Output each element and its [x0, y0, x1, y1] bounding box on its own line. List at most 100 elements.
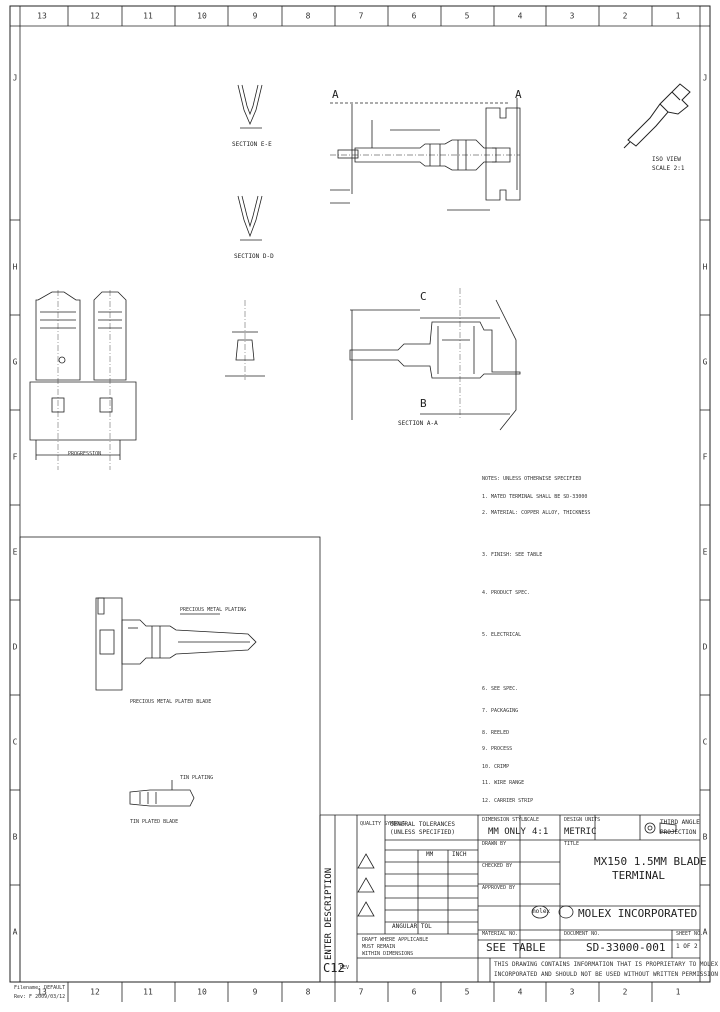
zone-row-label: F — [702, 452, 708, 462]
zone-row-label: G — [12, 357, 18, 367]
quality-symbols: QUALITY SYMBOLS — [360, 821, 406, 827]
general-tolerances: GENERAL TOLERANCES — [390, 821, 456, 828]
detail-small — [225, 300, 265, 380]
note-item: 10. CRIMP — [482, 764, 510, 770]
zone-row-label: E — [702, 547, 708, 557]
zone-row-label: H — [702, 262, 708, 272]
note-item: NOTES: UNLESS OTHERWISE SPECIFIED — [482, 476, 582, 482]
zone-row-label: F — [12, 452, 18, 462]
zone-row-label: A — [12, 927, 18, 937]
zone-column-label: 3 — [569, 987, 575, 997]
third-angle-1: THIRD ANGLE — [660, 819, 700, 826]
precious-callout: PRECIOUS METAL PLATING — [180, 607, 247, 613]
angular-tol: ANGULAR TOL — [392, 923, 432, 930]
zone-row-label: E — [12, 547, 18, 557]
third-angle-2: PROJECTION — [660, 829, 697, 836]
proprietary-line-1: THIS DRAWING CONTAINS INFORMATION THAT I… — [494, 961, 718, 968]
zone-column-label: 7 — [358, 11, 364, 21]
scale-label: SCALE — [524, 817, 540, 823]
zone-column-label: 8 — [305, 987, 311, 997]
iso-view — [623, 83, 691, 149]
units-value: METRIC — [564, 827, 597, 837]
blade-tin — [129, 780, 195, 807]
zone-row-label: A — [702, 927, 708, 937]
drafting-note-3: WITHIN DIMENSIONS — [362, 951, 414, 957]
title-block-lines — [319, 814, 700, 982]
zone-row-label: D — [12, 642, 18, 652]
document-no-value: SD-33000-001 — [586, 941, 666, 954]
zone-column-label: 2 — [622, 11, 628, 21]
sheet-label: SHEET NO. — [676, 931, 704, 937]
zone-row-label: C — [702, 737, 708, 747]
zone-column-label: 5 — [464, 987, 470, 997]
zone-column-label: 10 — [197, 987, 207, 997]
zone-row-label: D — [702, 642, 708, 652]
note-item: 9. PROCESS — [482, 746, 513, 752]
note-item: 2. MATERIAL: COPPER ALLOY, THICKNESS — [482, 510, 591, 516]
note-item: 1. MATED TERMINAL SHALL BE SD-33000 — [482, 494, 588, 500]
company-logo: molex — [532, 908, 551, 915]
material-no-label: MATERIAL NO. — [482, 931, 519, 937]
note-item: 3. FINISH: SEE TABLE — [482, 552, 543, 558]
section-profiles — [237, 84, 263, 241]
title-line-1: MX150 1.5MM BLADE — [594, 855, 707, 868]
zone-column-label: 11 — [143, 987, 153, 997]
zone-column-label: 13 — [37, 11, 47, 21]
zone-row-label: G — [702, 357, 708, 367]
scale-value: 4:1 — [532, 827, 549, 837]
rev-label: REV — [340, 965, 350, 971]
zone-column-label: 2 — [622, 987, 628, 997]
inch-column: INCH — [452, 851, 467, 858]
zone-row-label: H — [12, 262, 18, 272]
section-label-a-left: A — [332, 88, 339, 101]
iso-scale-label: SCALE 2:1 — [652, 165, 685, 172]
blade-top-view — [330, 98, 521, 211]
material-no-value: SEE TABLE — [486, 941, 546, 954]
section-e-e-label: SECTION E-E — [232, 141, 272, 148]
zone-column-label: 12 — [90, 987, 100, 997]
dimension-style-value: MM ONLY — [488, 827, 526, 837]
enter-description-vertical: ENTER DESCRIPTION — [324, 867, 334, 960]
note-item: 4. PRODUCT SPEC. — [482, 590, 531, 596]
note-item: 12. CARRIER STRIP — [482, 798, 534, 804]
zone-column-label: 3 — [569, 11, 575, 21]
zone-row-label: J — [12, 73, 18, 83]
section-label-a-right: A — [515, 88, 522, 101]
zone-row-label: B — [12, 832, 18, 842]
format-code: C12 — [323, 961, 345, 975]
sheet-value: 1 OF 2 — [676, 943, 698, 950]
blade-precious — [95, 597, 257, 691]
company-name: MOLEX INCORPORATED — [578, 907, 698, 920]
footer-filename: Filename: DEFAULT — [14, 985, 66, 991]
zone-column-label: 4 — [517, 11, 523, 21]
zone-column-label: 1 — [675, 987, 681, 997]
general-tolerances-2: (UNLESS SPECIFIED) — [390, 829, 456, 836]
zone-column-label: 5 — [464, 11, 470, 21]
tin-callout: TIN PLATING — [180, 775, 214, 781]
precious-blade-label: PRECIOUS METAL PLATED BLADE — [130, 699, 212, 705]
section-label-c: C — [420, 290, 427, 303]
tin-blade-label: TIN PLATED BLADE — [130, 819, 179, 825]
section-a-a-label: SECTION A-A — [398, 420, 438, 427]
section-label-b: B — [420, 397, 427, 410]
note-item: 8. REELED — [482, 730, 510, 736]
zone-column-label: 8 — [305, 11, 311, 21]
proprietary-line-2: INCORPORATED AND SHOULD NOT BE USED WITH… — [494, 971, 718, 978]
document-no-label: DOCUMENT NO. — [564, 931, 601, 937]
note-item: 6. SEE SPEC. — [482, 686, 519, 692]
approved-by-label: APPROVED BY — [482, 885, 516, 891]
zone-column-label: 7 — [358, 987, 364, 997]
note-item: 11. WIRE RANGE — [482, 780, 525, 786]
drawn-by-label: DRAWN BY — [482, 841, 507, 847]
zone-column-label: 6 — [411, 987, 417, 997]
zone-column-label: 1 — [675, 11, 681, 21]
units-label: DESIGN UNITS — [564, 817, 601, 823]
title-label: TITLE — [564, 841, 580, 847]
zone-column-label: 11 — [143, 11, 153, 21]
zone-row-label: C — [12, 737, 18, 747]
drafting-note-2: MUST REMAIN — [362, 944, 396, 950]
zone-column-label: 13 — [37, 987, 47, 997]
zone-column-label: 9 — [252, 987, 258, 997]
